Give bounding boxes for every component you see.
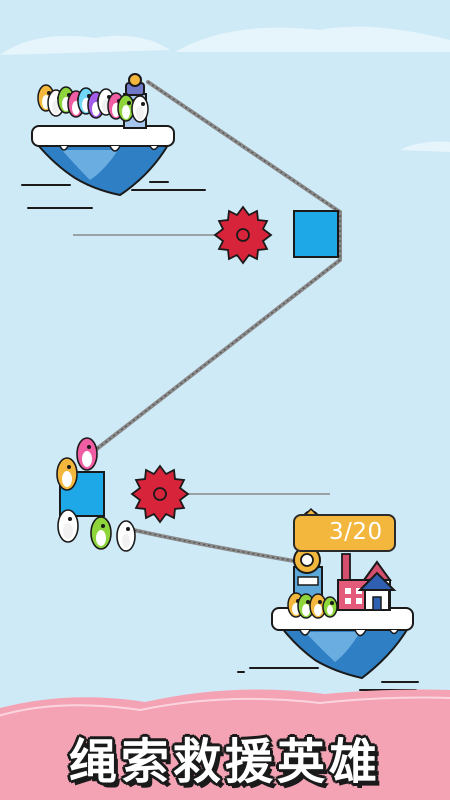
penguin-crowd-top xyxy=(37,84,149,123)
penguin-crowd-bottom xyxy=(287,592,338,619)
saw-tracks xyxy=(73,234,330,495)
spinning-saw-icon[interactable] xyxy=(130,464,190,524)
blue-block[interactable] xyxy=(293,210,339,258)
penguins-on-rope xyxy=(56,437,136,552)
blue-block[interactable] xyxy=(59,471,105,517)
background-clouds xyxy=(0,26,450,152)
title-banner xyxy=(0,689,450,800)
rescue-counter: 3/20 xyxy=(329,519,383,545)
top-island xyxy=(31,125,175,197)
banner-title: 绳索救援英雄 xyxy=(68,734,381,790)
rescue-counter-badge: 3/20 xyxy=(293,514,396,552)
village-buildings xyxy=(337,553,397,611)
spinning-saw-icon[interactable] xyxy=(213,205,273,265)
